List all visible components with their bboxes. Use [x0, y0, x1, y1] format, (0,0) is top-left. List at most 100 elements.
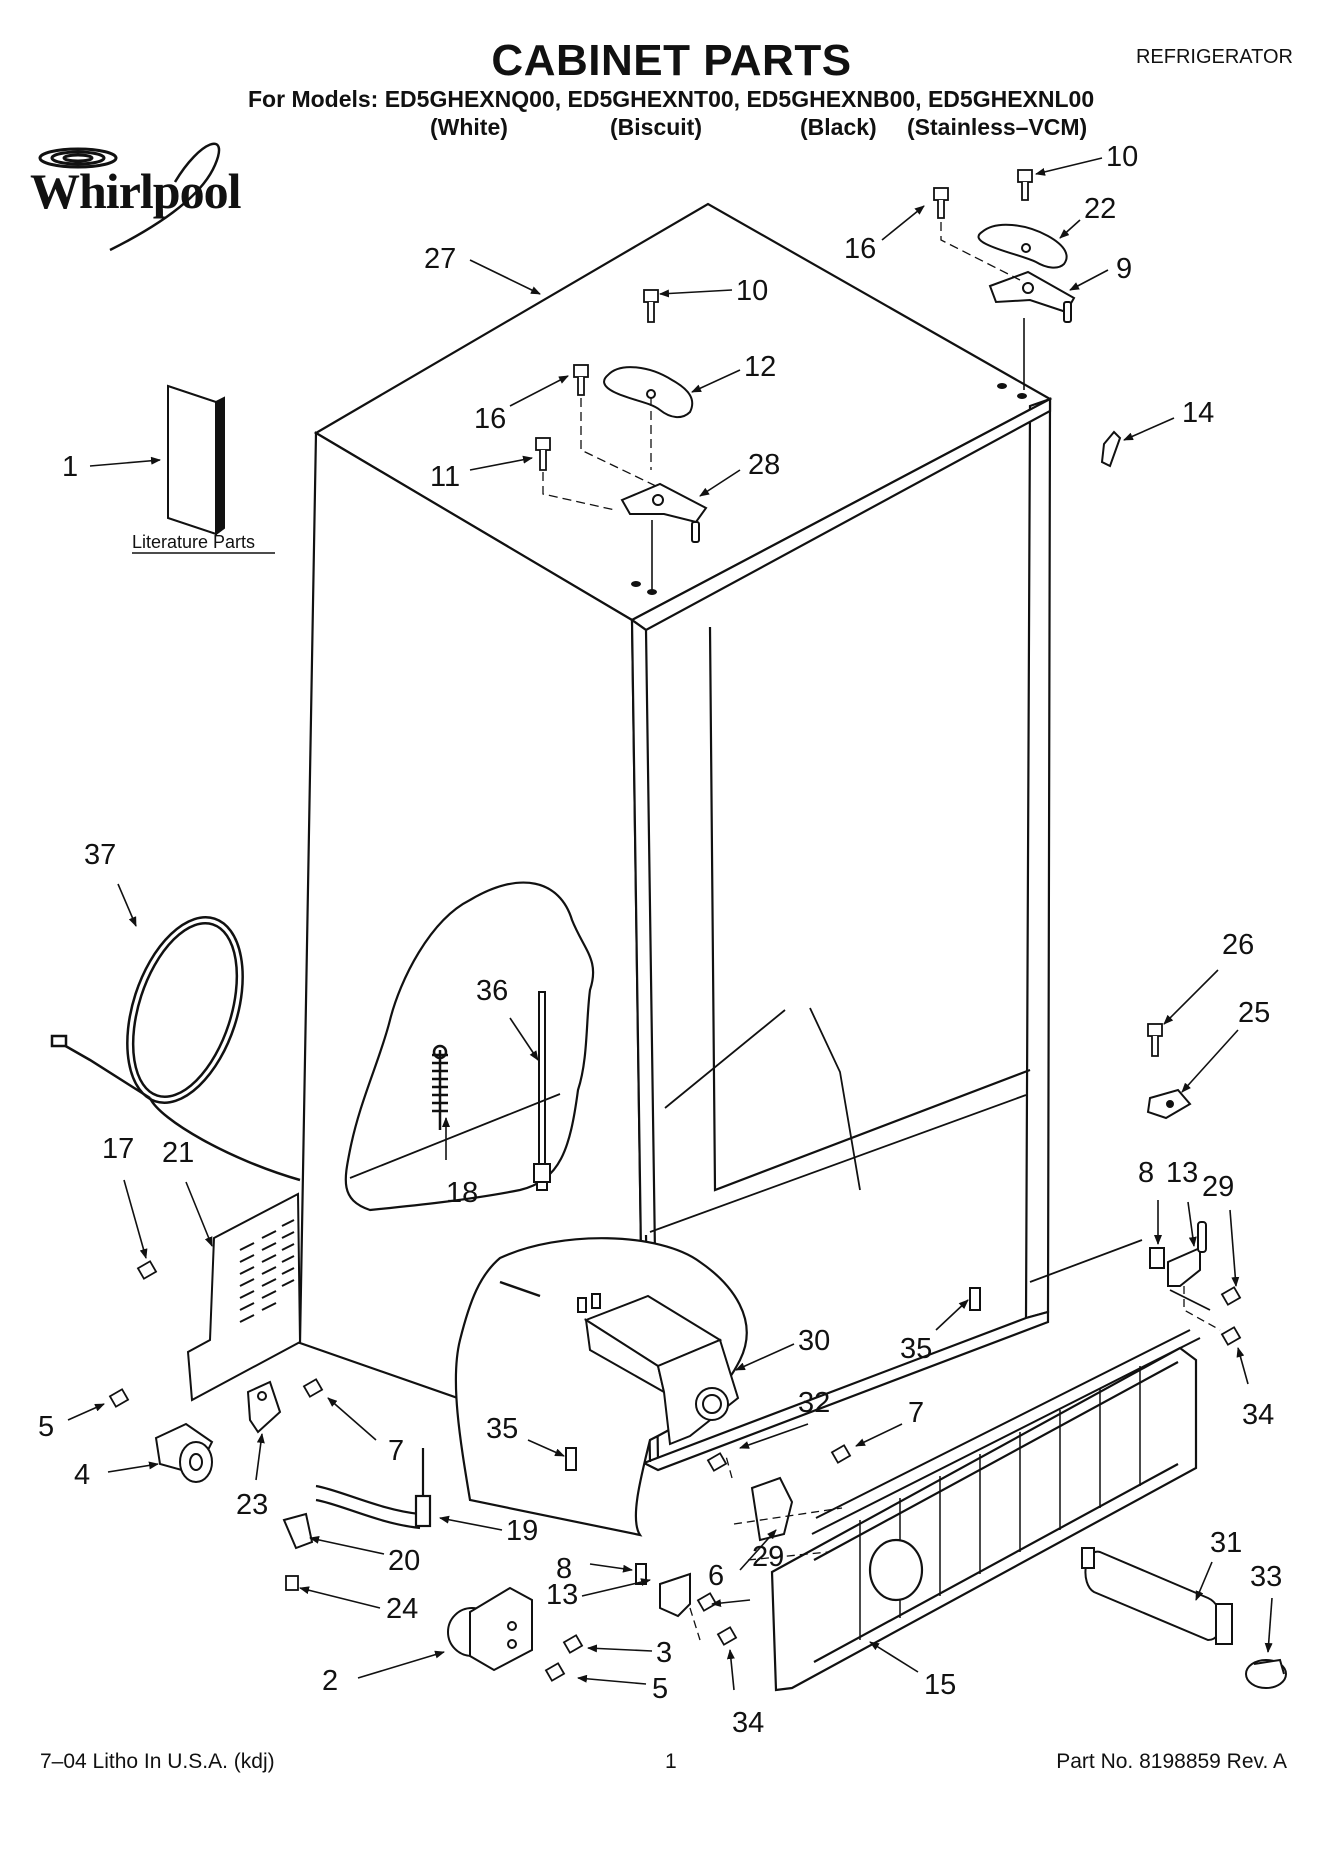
leader-arrow: [89, 456, 161, 467]
callout-30: 30: [798, 1325, 830, 1357]
screw-icon: [1147, 1023, 1163, 1057]
hinge-pin-holes: [631, 383, 1027, 595]
callout-35b: 35: [486, 1413, 518, 1445]
callout-8b: 8: [556, 1553, 572, 1585]
callout-5b: 5: [652, 1673, 668, 1705]
rod-36: [533, 991, 551, 1191]
callout-4: 4: [74, 1459, 90, 1491]
models-line: For Models: ED5GHEXNQ00, ED5GHEXNT00, ED…: [248, 86, 1095, 112]
callout-29a: 29: [1202, 1171, 1234, 1203]
leader-arrow: [699, 469, 741, 497]
callout-17: 17: [102, 1133, 134, 1165]
callout-33: 33: [1250, 1561, 1282, 1593]
callout-14: 14: [1182, 397, 1214, 429]
screw-icon: [535, 289, 659, 471]
callout-13b: 13: [546, 1579, 578, 1611]
hinge-bracket-28: [620, 482, 708, 543]
leader-arrow: [327, 1397, 377, 1441]
leader-arrow: [469, 455, 533, 471]
leader-arrow: [726, 1649, 735, 1691]
leader-arrow: [1059, 219, 1081, 239]
water-valve-30: [577, 1293, 740, 1446]
leader-arrow: [107, 1461, 159, 1473]
callout-22: 22: [1084, 193, 1116, 225]
leader-arrow: [469, 259, 541, 295]
screw-icon: [933, 169, 1033, 219]
bracket-lines: [1029, 1239, 1211, 1311]
callout-7b: 7: [908, 1397, 924, 1429]
tube-stub: [499, 1280, 541, 1298]
page-number: 1: [665, 1750, 677, 1773]
spring-18: [432, 1044, 448, 1130]
leader-arrow: [1195, 1561, 1213, 1601]
callout-8a: 8: [1138, 1157, 1154, 1189]
leader-arrow: [309, 1535, 385, 1555]
callout-18: 18: [446, 1177, 478, 1209]
callout-5a: 5: [38, 1411, 54, 1443]
callout-2: 2: [322, 1665, 338, 1697]
filter-cap-33: [1245, 1658, 1287, 1689]
leader-arrow: [117, 883, 137, 927]
leader-arrow: [1187, 1201, 1197, 1247]
leveling-bracket-right: [1149, 1221, 1207, 1287]
leader-arrow: [881, 205, 925, 241]
leader-arrow: [587, 1644, 653, 1653]
roller-bracket-25: [1146, 1088, 1192, 1120]
leader-arrow: [1229, 1209, 1240, 1287]
leader-arrow: [509, 1017, 539, 1061]
callout-1: 1: [62, 451, 78, 483]
leader-arrow: [1236, 1347, 1249, 1385]
callout-7a: 7: [388, 1435, 404, 1467]
water-filter-31: [1081, 1547, 1233, 1645]
cabinet-interior-lines: [649, 1007, 1027, 1233]
callout-34a: 34: [1242, 1399, 1274, 1431]
whirlpool-swirl-icon: [38, 142, 221, 252]
screw-icon: [108, 1260, 852, 1682]
callout-35a: 35: [900, 1333, 932, 1365]
cutaway-floor-line: [349, 1093, 561, 1179]
leader-arrow: [1069, 269, 1109, 291]
leader-arrow: [185, 1181, 213, 1247]
tube-19: [315, 1448, 432, 1530]
leader-arrow: [735, 1343, 795, 1371]
base-grille-15: [770, 1346, 1198, 1692]
callout-36: 36: [476, 975, 508, 1007]
callout-12: 12: [744, 351, 776, 383]
bracket-23: [246, 1380, 282, 1434]
leader-arrow: [659, 289, 733, 298]
callout-9: 9: [1116, 253, 1132, 285]
callout-16b: 16: [474, 403, 506, 435]
screw-icon: [1220, 1286, 1242, 1346]
color-white: (White): [430, 114, 508, 140]
literature-parts-booklet: [167, 384, 225, 536]
leader-arrow: [357, 1650, 445, 1679]
brand-logo: Whirlpool: [30, 163, 241, 219]
page-title: CABINET PARTS: [491, 36, 852, 85]
appliance-type: REFRIGERATOR: [1135, 46, 1293, 68]
leader-arrow: [67, 1403, 105, 1421]
callout-10a: 10: [1106, 141, 1138, 173]
literature-parts-label: Literature Parts: [132, 532, 255, 552]
callout-13a: 13: [1166, 1157, 1198, 1189]
callout-28: 28: [748, 449, 780, 481]
callout-26: 26: [1222, 929, 1254, 961]
base-rail: [811, 1329, 1201, 1535]
roller-4: [154, 1422, 214, 1483]
callout-29b: 29: [752, 1541, 784, 1573]
leader-arrow: [1123, 417, 1175, 441]
part-number: Part No. 8198859 Rev. A: [1056, 1750, 1287, 1773]
callout-6: 6: [708, 1560, 724, 1592]
callout-15: 15: [924, 1669, 956, 1701]
callout-3: 3: [656, 1637, 672, 1669]
callout-20: 20: [388, 1545, 420, 1577]
clamp-20: [282, 1512, 314, 1550]
callout-24: 24: [386, 1593, 418, 1625]
leader-arrow: [711, 1599, 751, 1608]
leader-arrow: [299, 1586, 381, 1609]
leader-arrow: [935, 1299, 969, 1331]
lower-hinge-2: [447, 1586, 533, 1672]
assembly-guide-lines: [542, 397, 661, 511]
assembly-guide-lines: [689, 1455, 843, 1641]
hinge-bracket-9: [988, 270, 1076, 323]
